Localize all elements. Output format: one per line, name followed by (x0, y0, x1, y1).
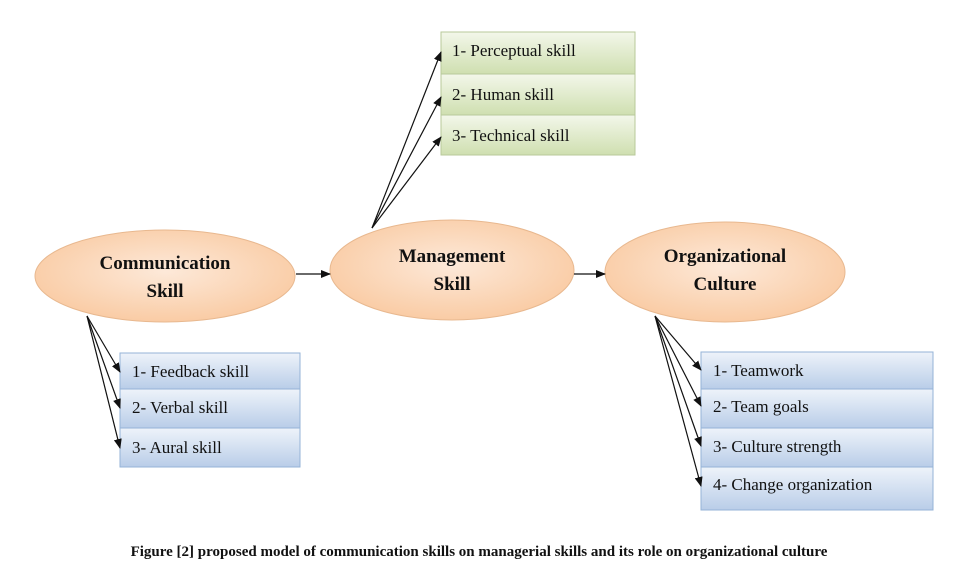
organizational-culture-node: Organizational Culture (604, 221, 846, 323)
communication-item-label: 3- Aural skill (132, 438, 222, 457)
node-label: Skill (147, 281, 184, 302)
culture-item-label: 1- Teamwork (713, 361, 804, 380)
arrow (371, 136, 442, 229)
arrow (654, 315, 702, 407)
communication-items-box: 1- Feedback skill 2- Verbal skill 3- Aur… (119, 352, 301, 468)
management-item-row (440, 114, 636, 156)
communication-item-label: 2- Verbal skill (132, 398, 228, 417)
communication-item-row (119, 352, 301, 390)
node-label: Skill (434, 274, 471, 295)
arrow (86, 315, 121, 409)
node-label: Management (399, 246, 506, 267)
culture-item-label: 3- Culture strength (713, 437, 842, 456)
node-label: Organizational (664, 246, 786, 267)
node-label: Communication (100, 253, 231, 274)
arrow (654, 315, 703, 487)
culture-item-row (700, 466, 934, 511)
management-item-label: 1- Perceptual skill (452, 41, 576, 60)
arrow (654, 315, 702, 371)
management-item-row (440, 31, 636, 75)
culture-items-box: 1- Teamwork 2- Team goals 3- Culture str… (700, 351, 934, 511)
culture-item-label: 2- Team goals (713, 397, 809, 416)
figure-caption: Figure [2] proposed model of communicati… (131, 544, 828, 560)
communication-skill-node: Communication Skill (34, 229, 296, 323)
management-item-label: 3- Technical skill (452, 126, 570, 145)
communication-item-label: 1- Feedback skill (132, 362, 249, 381)
management-item-label: 2- Human skill (452, 85, 554, 104)
arrow (371, 51, 442, 229)
management-item-row (440, 73, 636, 116)
arrow (86, 315, 121, 373)
management-items-box: 1- Perceptual skill 2- Human skill 3- Te… (440, 31, 636, 156)
culture-item-row (700, 388, 934, 429)
arrow (371, 96, 442, 229)
management-skill-node: Management Skill (329, 219, 575, 321)
arrow (86, 315, 122, 449)
node-label: Culture (694, 274, 757, 295)
arrows (86, 51, 703, 487)
culture-item-label: 4- Change organization (713, 475, 873, 494)
arrow (654, 315, 702, 447)
